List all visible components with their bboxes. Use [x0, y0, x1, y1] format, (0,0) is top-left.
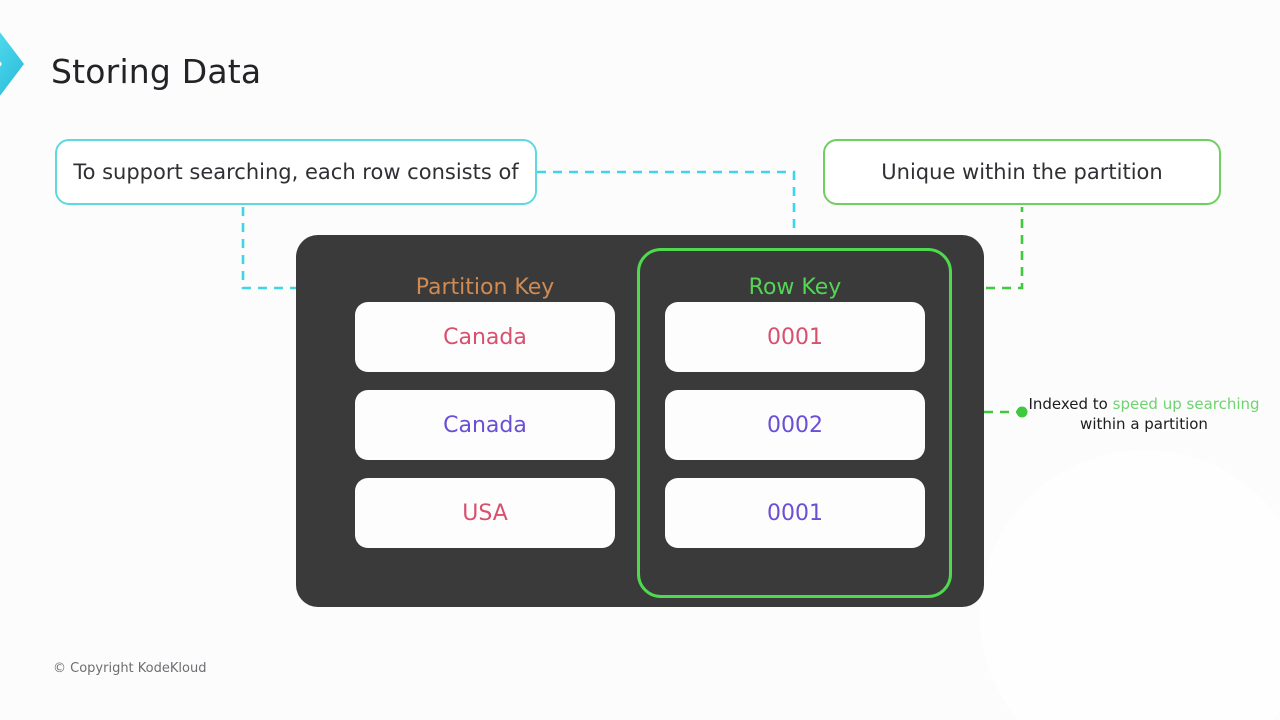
annotation-accent: speed up searching [1112, 395, 1260, 413]
annotation-suffix: within a partition [1080, 415, 1208, 433]
callout-right[interactable]: Unique within the partition [823, 139, 1221, 205]
table-cell: 0001 [665, 478, 925, 548]
column-row-key: Row Key 0001 0002 0001 [665, 235, 925, 566]
chevron-right-icon [0, 32, 24, 96]
page-title: Storing Data [51, 52, 262, 91]
column-header-partition-key: Partition Key [415, 275, 555, 300]
table-cell: Canada [355, 390, 615, 460]
table-cell: 0001 [665, 302, 925, 372]
table-cell: USA [355, 478, 615, 548]
table-cell: Canada [355, 302, 615, 372]
decorative-circle [980, 450, 1280, 720]
table-cell: 0002 [665, 390, 925, 460]
data-table-panel: Partition Key Canada Canada USA Row Key … [296, 235, 984, 607]
callout-left[interactable]: To support searching, each row consists … [55, 139, 537, 205]
connector-dot-indexed [1016, 406, 1028, 418]
annotation-indexed: Indexed to speed up searching within a p… [1028, 394, 1260, 434]
footer-copyright: © Copyright KodeKloud [53, 661, 207, 676]
column-header-row-key: Row Key [748, 275, 842, 300]
column-partition-key: Partition Key Canada Canada USA [355, 235, 615, 566]
annotation-prefix: Indexed to [1028, 395, 1113, 413]
callout-left-text: To support searching, each row consists … [73, 159, 519, 184]
callout-right-text: Unique within the partition [881, 159, 1163, 184]
